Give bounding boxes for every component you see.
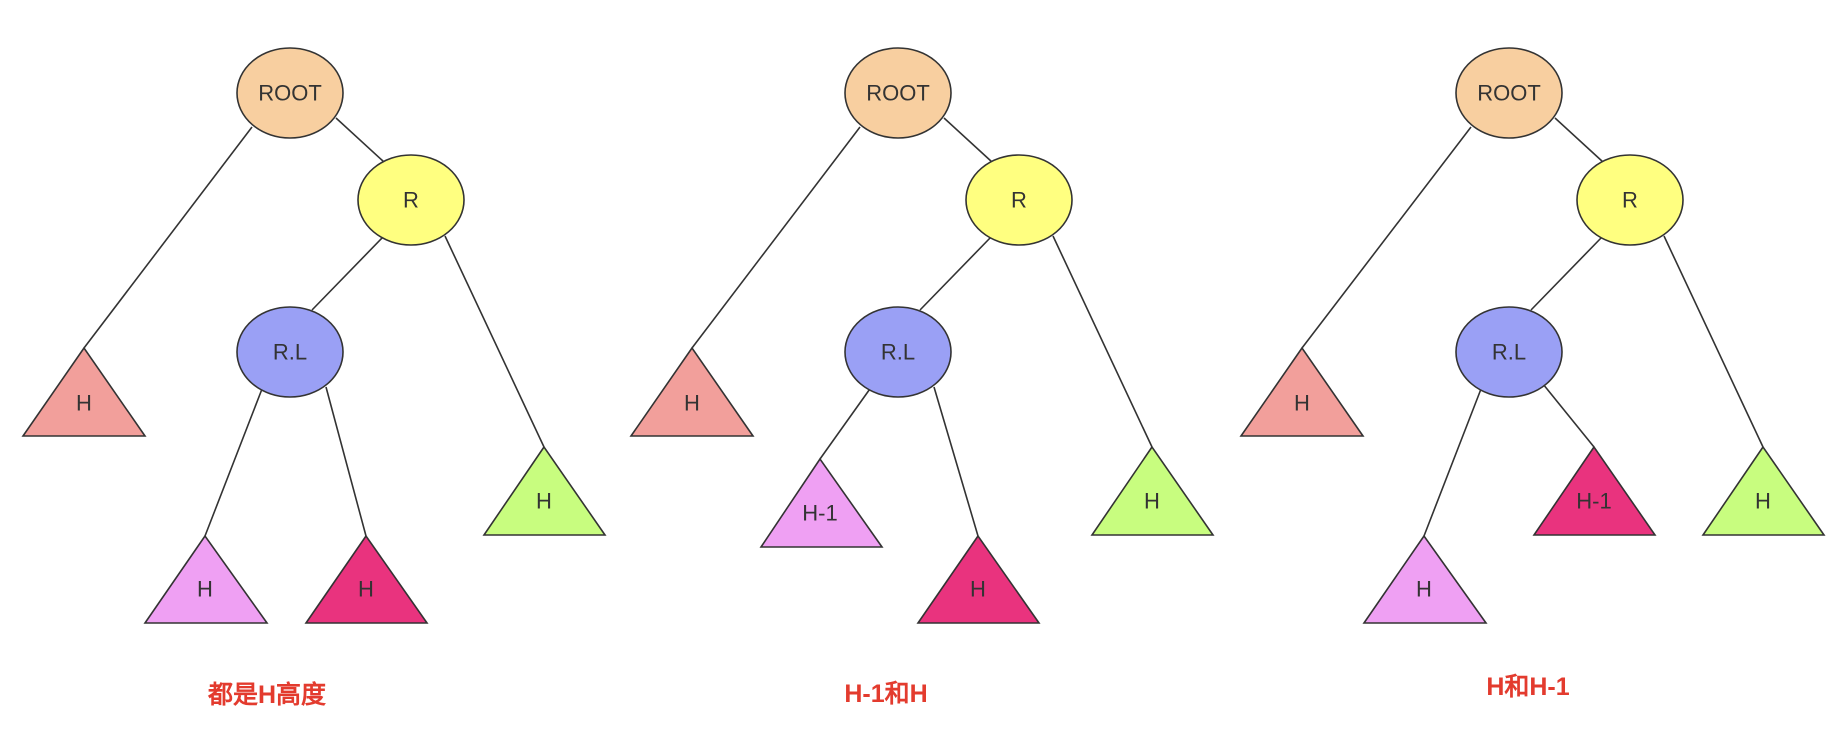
edge-root-r bbox=[943, 117, 993, 163]
edge-root-r bbox=[335, 117, 385, 163]
rl-right-subtree-label: H-1 bbox=[1576, 489, 1611, 514]
edge-rl-left-subtree bbox=[204, 388, 263, 537]
rl-right-subtree-triangle bbox=[304, 534, 429, 624]
root-node-label: ROOT bbox=[866, 81, 930, 106]
edge-rl-left-subtree bbox=[819, 385, 873, 460]
rl-right-subtree-label: H bbox=[358, 577, 374, 602]
diagram-caption: 都是H高度 bbox=[207, 680, 326, 709]
left-subtree-triangle bbox=[21, 346, 147, 437]
root-node bbox=[844, 47, 952, 139]
edge-r-right-subtree bbox=[444, 235, 545, 448]
r-node-label: R bbox=[403, 188, 419, 213]
rl-node bbox=[1455, 306, 1563, 398]
diagram-caption: H和H-1 bbox=[1486, 673, 1569, 701]
edge-r-rl bbox=[919, 236, 992, 311]
right-subtree-label: H bbox=[1144, 489, 1160, 514]
diagram-caption: H-1和H bbox=[844, 680, 927, 708]
left-subtree-label: H bbox=[1294, 391, 1310, 416]
rl-right-subtree-label: H bbox=[970, 577, 986, 602]
rl-left-subtree-triangle bbox=[1362, 534, 1488, 624]
right-subtree-triangle bbox=[1090, 445, 1215, 536]
edge-rl-right-subtree bbox=[325, 386, 367, 537]
edge-r-right-subtree bbox=[1052, 235, 1153, 448]
right-subtree-label: H bbox=[1755, 489, 1771, 514]
edge-r-rl bbox=[1530, 236, 1603, 311]
rl-left-subtree-label: H bbox=[1416, 577, 1432, 602]
rl-right-subtree-triangle bbox=[916, 534, 1041, 624]
left-subtree-triangle bbox=[1239, 346, 1365, 437]
r-node bbox=[965, 154, 1073, 246]
edge-rl-right-subtree bbox=[933, 386, 979, 537]
rl-node-label: R.L bbox=[1492, 340, 1526, 365]
root-node-label: ROOT bbox=[258, 81, 322, 106]
edges bbox=[691, 117, 1153, 537]
edge-r-rl bbox=[311, 236, 384, 311]
rl-left-subtree-triangle bbox=[143, 534, 269, 624]
right-subtree-triangle bbox=[482, 445, 607, 536]
root-node bbox=[236, 47, 344, 139]
r-node-label: R bbox=[1622, 188, 1638, 213]
edge-r-right-subtree bbox=[1663, 235, 1764, 448]
rl-left-subtree-triangle bbox=[759, 457, 884, 548]
rl-left-subtree-label: H-1 bbox=[802, 501, 837, 526]
rl-node-label: R.L bbox=[881, 340, 915, 365]
tree-diagram-1: ROOT R R.L H H H H 都是H高度 bbox=[21, 47, 607, 709]
rl-node bbox=[844, 306, 952, 398]
tree-diagram-2: ROOT R R.L H H H-1 H H-1和H bbox=[629, 47, 1215, 708]
tree-diagram-3: ROOT R R.L H H H H-1 H和H-1 bbox=[1239, 47, 1826, 701]
right-subtree-triangle bbox=[1701, 445, 1826, 536]
edge-root-left-subtree bbox=[1301, 126, 1472, 349]
left-subtree-label: H bbox=[684, 391, 700, 416]
r-node bbox=[1576, 154, 1684, 246]
rl-node bbox=[236, 306, 344, 398]
edges bbox=[83, 117, 545, 537]
r-node-label: R bbox=[1011, 188, 1027, 213]
edge-rl-left-subtree bbox=[1423, 388, 1482, 537]
edge-root-left-subtree bbox=[83, 126, 253, 349]
edge-root-left-subtree bbox=[691, 126, 861, 349]
root-node-label: ROOT bbox=[1477, 81, 1541, 106]
r-node bbox=[357, 154, 465, 246]
rl-left-subtree-label: H bbox=[197, 577, 213, 602]
left-subtree-triangle bbox=[629, 346, 755, 437]
edge-root-r bbox=[1554, 117, 1604, 163]
root-node bbox=[1455, 47, 1563, 139]
rl-node-label: R.L bbox=[273, 340, 307, 365]
edge-rl-right-subtree bbox=[1542, 383, 1595, 448]
edges bbox=[1301, 117, 1764, 537]
left-subtree-label: H bbox=[76, 391, 92, 416]
right-subtree-label: H bbox=[536, 489, 552, 514]
rl-right-subtree-triangle bbox=[1532, 445, 1657, 536]
